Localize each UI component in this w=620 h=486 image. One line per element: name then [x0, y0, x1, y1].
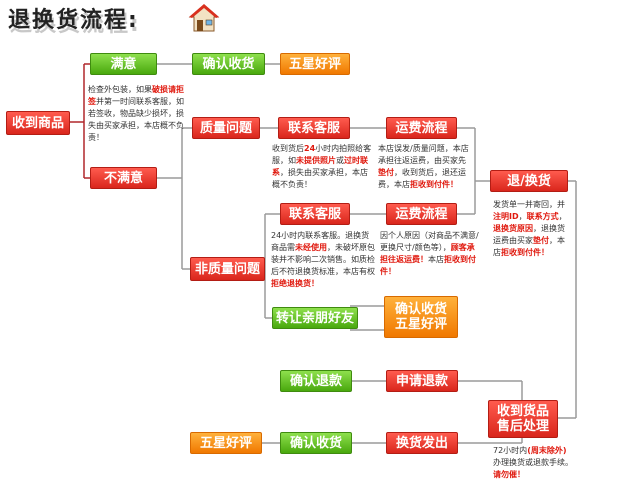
satisfied-box: 满意 [90, 53, 157, 75]
confirm-receipt-box-1: 确认收货 [192, 53, 265, 75]
five-star-box-1: 五星好评 [280, 53, 350, 75]
shipping-flow-box-2: 运费流程 [386, 203, 457, 225]
shipping-flow-box-1: 运费流程 [386, 117, 457, 139]
quality-note: 收到货后24小时内拍照给客服，如未提供照片或过时联系，损失由买家承担，本店概不负… [272, 144, 372, 189]
quality-issue-box: 质量问题 [192, 117, 260, 139]
five-star-label-2: 五星好评 [394, 317, 447, 332]
five-star-box-3: 五星好评 [190, 432, 262, 454]
confirm-receipt-label-2: 确认收货 [394, 302, 447, 317]
contact-service-box-1: 联系客服 [278, 117, 350, 139]
transfer-friend-box: 转让亲朋好友 [272, 307, 358, 329]
shipping-note-2: 因个人原因（对商品不满意/更换尺寸/颜色等），顾客承担往返运费！本店拒收到付件！ [380, 231, 479, 276]
apply-refund-box: 申请退款 [386, 370, 458, 392]
confirm-five-star-box: 确认收货 五星好评 [384, 296, 458, 338]
after-sale-box: 收到货品 售后处理 [488, 400, 558, 438]
page-title-shadow: 退换货流程: [10, 12, 141, 37]
return-exchange-box: 退/换货 [490, 170, 568, 192]
return-note: 发货单一并寄回，并注明ID，联系方式，退换货原因，退换货运费由买家垫付，本店拒收… [493, 200, 567, 257]
contact-service-box-2: 联系客服 [280, 203, 350, 225]
after-sale-note: 72小时内(周末除外)办理换货或退款手续。请勿催！ [493, 446, 573, 479]
page-title: 退换货流程: [8, 8, 139, 33]
confirm-refund-box: 确认退款 [280, 370, 352, 392]
exchange-shipped-box: 换货发出 [386, 432, 458, 454]
shipping-note-1: 本店误发/质量问题，本店承担往返运费，由买家先垫付，收到货后，退还运费，本店拒收… [378, 144, 469, 189]
after-sale-label-1: 收到货品 [496, 404, 549, 419]
inspect-note: 检查外包装，如果破损请拒签并第一时间联系客服，如若签收，物品缺少损坏，损失由买家… [88, 85, 184, 142]
unsatisfied-box: 不满意 [90, 167, 157, 189]
non-quality-issue-box: 非质量问题 [190, 257, 265, 281]
after-sale-label-2: 售后处理 [496, 419, 549, 434]
house-icon [188, 4, 220, 32]
confirm-receipt-box-3: 确认收货 [280, 432, 352, 454]
receive-goods-box: 收到商品 [6, 111, 70, 135]
non-quality-note: 24小时内联系客服。退换货商品需未经使用，未破坏原包装并不影响二次销售。如质检后… [271, 231, 375, 288]
